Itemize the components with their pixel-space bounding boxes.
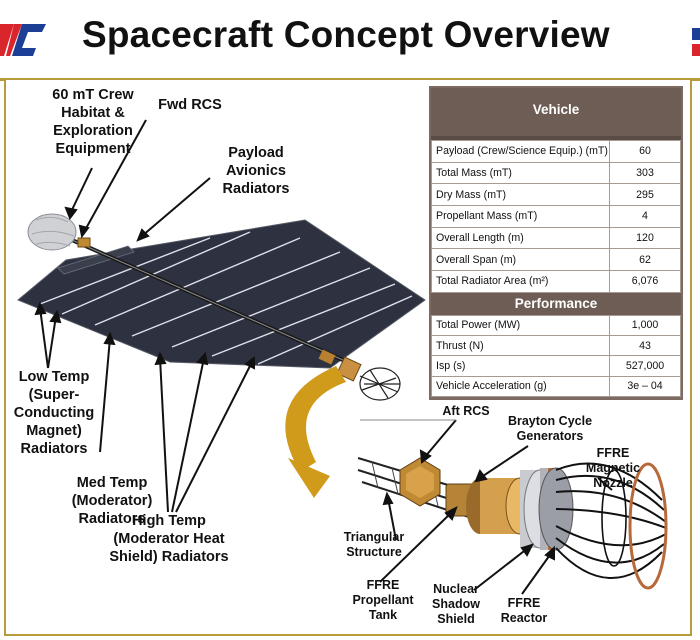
page-title: Spacecraft Concept Overview [82,14,610,55]
label-ffre-magnetic-nozzle: FFRE Magnetic Nozzle [585,446,641,490]
row-value: 3e – 04 [609,375,681,398]
vehicle-table: Payload (Crew/Science Equip.) (mT)60 Tot… [431,140,681,293]
row-value: 303 [609,161,681,185]
spec-table: Vehicle Payload (Crew/Science Equip.) (m… [429,86,683,400]
aft-assembly-small [318,349,401,401]
table-row: Overall Length (m)120 [431,226,681,250]
label-crew-habitat: 60 mT Crew Habitat & Exploration Equipme… [52,87,134,157]
row-value: 4 [609,205,681,228]
table-row: Dry Mass (mT)295 [431,183,681,207]
header-divider [0,78,700,81]
row-label: Overall Span (m) [431,248,610,272]
row-value: 6,076 [609,270,681,293]
row-label: Overall Length (m) [431,226,610,250]
table-row: Total Power (MW)1,000 [431,314,681,337]
row-label: Dry Mass (mT) [431,183,610,207]
row-label: Total Radiator Area (m²) [431,270,610,293]
table-row: Payload (Crew/Science Equip.) (mT)60 [431,140,681,163]
table-row: Total Mass (mT)303 [431,161,681,185]
zoom-arrow-icon [285,366,346,498]
row-value: 527,000 [609,355,681,377]
row-label: Vehicle Acceleration (g) [431,375,610,398]
row-value: 120 [609,226,681,250]
performance-section-header: Performance [431,292,681,315]
table-row: Isp (s)527,000 [431,355,681,377]
label-brayton-generators: Brayton Cycle Generators [507,414,593,443]
agency-logo-icon [0,24,46,56]
table-row: Overall Span (m)62 [431,248,681,272]
label-ffre-reactor: FFRE Reactor [500,596,548,625]
header: Spacecraft Concept Overview [0,0,700,74]
row-label: Isp (s) [431,355,610,377]
label-payload-avionics-radiators: Payload Avionics Radiators [222,145,290,197]
label-high-temp-radiators: High Temp (Moderator Heat Shield) Radiat… [109,513,229,565]
radiator-panel [17,219,426,369]
performance-table: Total Power (MW)1,000 Thrust (N)43 Isp (… [431,314,681,398]
vehicle-section-header: Vehicle [431,88,681,140]
corner-logo-icon [692,28,700,56]
row-value: 62 [609,248,681,272]
leader-lines [34,119,255,513]
row-label: Thrust (N) [431,335,610,357]
row-label: Payload (Crew/Science Equip.) (mT) [431,140,610,163]
row-value: 1,000 [609,314,681,337]
row-label: Total Mass (mT) [431,161,610,185]
aft-detail-view [357,419,668,595]
row-label: Propellant Mass (mT) [431,205,610,228]
table-row: Propellant Mass (mT)4 [431,205,681,228]
label-ffre-propellant-tank: FFRE Propellant Tank [352,578,414,622]
label-triangular-structure: Triangular Structure [343,530,405,559]
label-low-temp-radiators: Low Temp (Super- Conducting Magnet) Radi… [13,369,95,457]
label-fwd-rcs: Fwd RCS [158,97,222,113]
row-label: Total Power (MW) [431,314,610,337]
table-row: Total Radiator Area (m²)6,076 [431,270,681,293]
crew-habitat [27,213,77,251]
label-aft-rcs: Aft RCS [442,404,490,418]
row-value: 60 [609,140,681,163]
row-value: 295 [609,183,681,207]
label-nuclear-shadow-shield: Nuclear Shadow Shield [432,582,480,626]
table-row: Thrust (N)43 [431,335,681,357]
fwd-rcs [77,237,91,248]
table-row: Vehicle Acceleration (g)3e – 04 [431,375,681,398]
row-value: 43 [609,335,681,357]
label-med-temp-radiators: Med Temp (Moderator) Radiators [71,475,153,527]
